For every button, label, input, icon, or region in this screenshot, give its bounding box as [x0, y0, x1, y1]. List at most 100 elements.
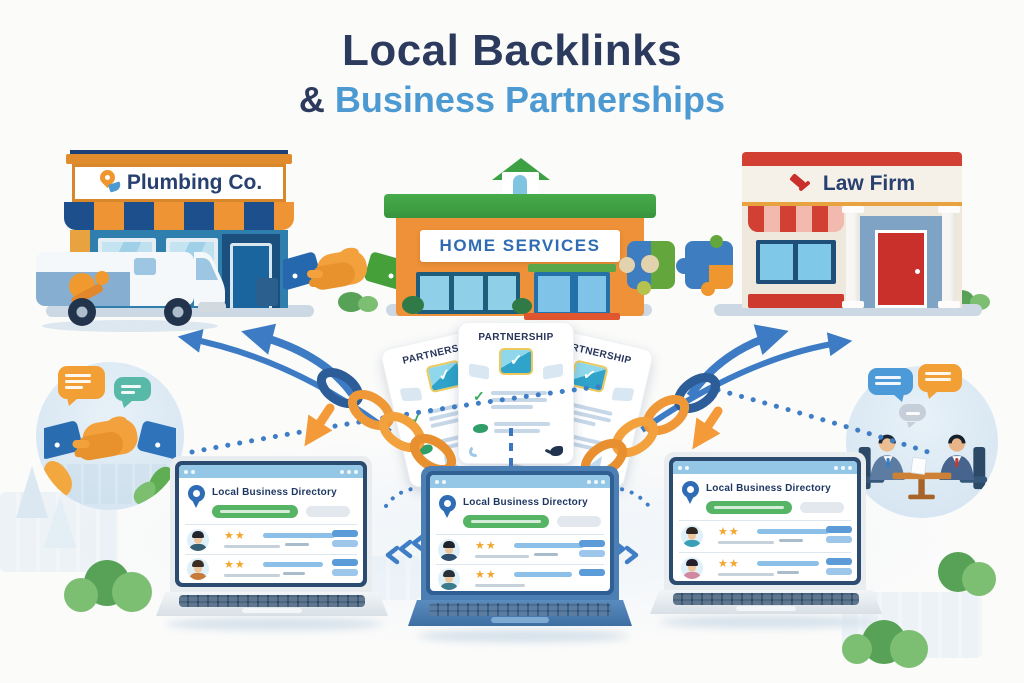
action-button[interactable] — [212, 505, 298, 518]
listing-row[interactable]: ★★ — [681, 556, 852, 581]
trim-line — [742, 202, 962, 206]
listing-button[interactable] — [332, 530, 358, 537]
handshake-icon — [283, 247, 403, 290]
puzzle-piece — [619, 241, 675, 295]
handshake-icon — [44, 416, 176, 461]
arch-window — [513, 175, 527, 194]
touchpad[interactable] — [491, 617, 549, 623]
location-pin-icon — [682, 481, 699, 504]
laptop-center: Local Business Directory ★★ ★★ — [408, 466, 632, 636]
location-pin-icon — [439, 495, 456, 518]
listing-row[interactable]: ★★ — [681, 524, 852, 551]
signature-mark — [467, 444, 482, 459]
keyboard[interactable] — [673, 593, 859, 605]
listing-bar — [263, 533, 335, 538]
filter-pill[interactable] — [306, 506, 350, 517]
partnership-certificates: PARTNERSHIP ✓ ✓ PARTNERSHIP ✓ ✓ PARTNERS… — [379, 322, 655, 490]
avatar — [681, 557, 703, 579]
listing-button[interactable] — [332, 540, 358, 547]
subtitle-text: Business Partnerships — [334, 79, 726, 120]
divider — [679, 552, 851, 553]
action-button[interactable] — [463, 515, 549, 528]
speech-bubble-icon — [868, 368, 913, 402]
laptop-shadow — [660, 616, 876, 628]
bush — [962, 562, 996, 596]
ampersand: & — [298, 79, 325, 120]
roof — [384, 194, 656, 218]
listing-row[interactable]: ★★ — [438, 567, 605, 591]
listing-text — [283, 572, 305, 575]
home-services-building: HOME SERVICES — [384, 158, 656, 320]
avatar — [187, 529, 209, 551]
listing-button[interactable] — [579, 540, 605, 547]
keyboard[interactable] — [429, 603, 611, 616]
listing-button[interactable] — [332, 559, 358, 566]
avatar — [438, 568, 460, 590]
speech-bubble-icon — [114, 377, 151, 408]
star-rating: ★★ — [718, 526, 740, 538]
entry-recess — [858, 216, 944, 308]
listing-text — [475, 584, 525, 587]
divider — [185, 554, 357, 555]
page-subtitle: &Business Partnerships — [0, 79, 1024, 121]
listing-button[interactable] — [826, 568, 852, 575]
action-button[interactable] — [706, 501, 792, 514]
listing-text — [777, 571, 799, 574]
bush — [512, 298, 532, 314]
laptop-screen: Local Business Directory ★★ ★★ — [170, 456, 372, 592]
badge-ribbon — [399, 387, 423, 402]
directory-page: Local Business Directory ★★ ★★ — [179, 465, 363, 583]
listing-row[interactable]: ★★ — [187, 528, 358, 555]
listing-bar — [263, 562, 323, 567]
filter-pill[interactable] — [557, 516, 601, 527]
listing-button[interactable] — [579, 569, 605, 576]
listing-button[interactable] — [826, 536, 852, 543]
check-wave-icon — [417, 443, 434, 456]
listing-text — [285, 543, 309, 546]
checklist-row — [473, 422, 550, 433]
avatar — [438, 539, 460, 561]
roof-cornice — [66, 154, 292, 164]
speech-bubble-icon — [58, 366, 105, 406]
directory-page: Local Business Directory ★★ ★★ — [673, 461, 857, 581]
bush — [358, 296, 378, 312]
listing-text — [224, 545, 280, 548]
listing-row[interactable]: ★★ — [438, 538, 605, 565]
listing-button[interactable] — [826, 526, 852, 533]
browser-bar — [430, 475, 610, 488]
roof-cornice — [742, 152, 962, 166]
listing-text — [534, 553, 558, 556]
keyboard[interactable] — [179, 595, 365, 607]
laptop-shadow — [418, 630, 628, 642]
listing-row[interactable]: ★★ — [187, 557, 358, 583]
divider — [679, 520, 851, 521]
signature-mark — [550, 446, 563, 456]
avatar — [187, 558, 209, 580]
filter-pill[interactable] — [800, 502, 844, 513]
listing-button[interactable] — [579, 550, 605, 557]
laptop-base — [156, 592, 388, 616]
badge-ribbon — [611, 387, 635, 402]
listing-text — [779, 539, 803, 542]
door-panel — [878, 233, 924, 305]
bush — [890, 630, 928, 668]
listing-button[interactable] — [826, 558, 852, 565]
roof-trim — [70, 150, 288, 154]
touchpad[interactable] — [242, 608, 302, 613]
home-services-sign: HOME SERVICES — [420, 230, 620, 262]
awning — [748, 206, 844, 232]
plumbing-sign: Plumbing Co. — [72, 164, 286, 202]
touchpad[interactable] — [736, 606, 796, 611]
awning — [64, 202, 294, 230]
listing-button[interactable] — [332, 569, 358, 576]
checklist-row: ✓ — [473, 389, 547, 409]
directory-title: Local Business Directory — [706, 483, 831, 494]
plumbing-van — [36, 252, 226, 332]
listing-text — [224, 574, 280, 577]
puzzle-icon — [619, 235, 735, 299]
listing-text — [475, 555, 529, 558]
puzzle-piece — [676, 235, 733, 296]
badge-ribbon — [543, 363, 563, 380]
laptop-base — [408, 600, 632, 626]
